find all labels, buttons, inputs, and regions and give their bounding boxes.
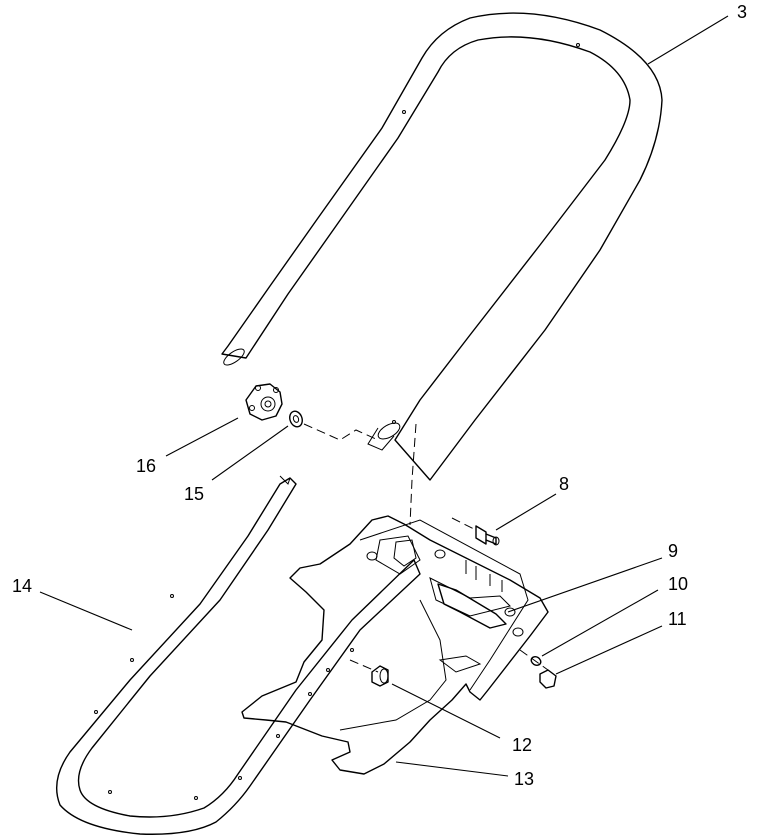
assembly-line-nut: [519, 649, 549, 671]
leader-11: [555, 625, 663, 675]
callout-14: 14: [12, 576, 32, 596]
part-12-spacer: [371, 665, 389, 687]
assembly-line-spacer: [349, 659, 379, 673]
part-10-washer: [530, 656, 542, 666]
leader-14: [39, 591, 133, 631]
callout-3: 3: [737, 2, 747, 22]
callout-13: 13: [514, 769, 534, 789]
leader-8: [495, 493, 557, 531]
leader-16: [165, 417, 239, 457]
callout-10: 10: [668, 574, 688, 594]
part-13-base-plate: [241, 515, 549, 775]
part-9-bracket: [437, 583, 507, 629]
callout-8: 8: [559, 474, 569, 494]
leader-12: [391, 683, 501, 739]
part-3-upper-handle: [221, 12, 663, 481]
callout-15: 15: [184, 484, 204, 504]
callout-11: 11: [668, 609, 687, 629]
part-16-knob: [245, 383, 283, 421]
assembly-line-bolt: [451, 517, 477, 531]
leader-9: [507, 557, 663, 613]
leader-3: [647, 15, 729, 65]
callout-9: 9: [668, 541, 678, 561]
part-11-nut: [539, 669, 557, 689]
part-8-bolt: [475, 525, 500, 546]
callout-16: 16: [136, 456, 156, 476]
part-15-washer: [289, 410, 303, 428]
part-14-lower-handle: [56, 475, 421, 835]
leader-13: [395, 761, 509, 777]
leader-10: [541, 589, 659, 657]
leader-15: [211, 425, 289, 481]
assembly-line-knob: [303, 423, 379, 441]
assembly-line-handle: [409, 423, 417, 526]
callout-12: 12: [512, 735, 532, 755]
